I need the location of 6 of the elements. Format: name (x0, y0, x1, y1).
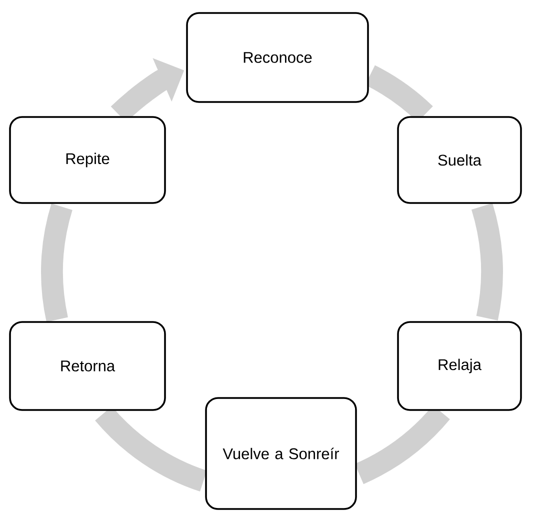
step-box: Vuelve a Sonreír (205, 397, 357, 510)
step-box: Reconoce (186, 12, 369, 103)
step-box: Suelta (397, 116, 522, 204)
step-box: Repite (9, 116, 166, 204)
step-box: Relaja (397, 321, 522, 411)
step-box: Retorna (9, 321, 166, 411)
